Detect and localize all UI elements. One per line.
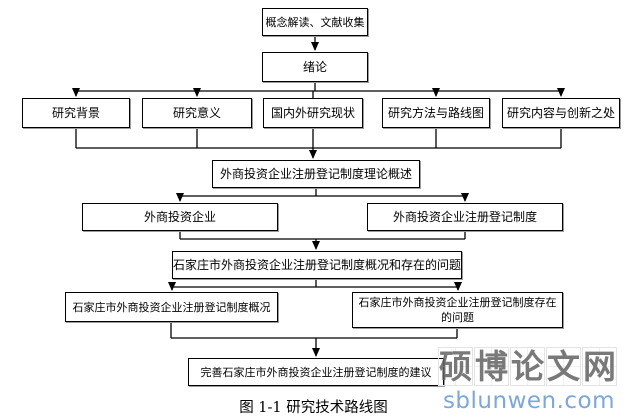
node-research-status: 国内外研究现状 [263, 98, 363, 128]
node-research-content-innovation: 研究内容与创新之处 [502, 98, 620, 128]
watermark-cell: 博 [474, 347, 509, 386]
node-registration-system: 外商投资企业注册登记制度 [367, 203, 563, 231]
connector-n2-row3 [72, 82, 565, 98]
watermark-char: 博 [475, 347, 508, 386]
connector-row3-n4 [75, 128, 562, 159]
node-shijiazhuang-problems: 石家庄市外商投资企业注册登记制度存在的问题 [352, 292, 563, 328]
connector-n4-row5 [176, 188, 469, 202]
connector-n6-row7 [168, 279, 462, 291]
watermark-characters: 硕 博 论 文 网 [438, 347, 620, 386]
watermark-cell: 论 [510, 347, 545, 386]
watermark-cell: 硕 [438, 347, 473, 386]
node-concept-literature: 概念解读、文献收集 [262, 8, 368, 36]
figure-caption: 图 1-1 研究技术路线图 [239, 400, 388, 416]
node-overview-and-problems: 石家庄市外商投资企业注册登记制度概况和存在的问题 [172, 251, 462, 279]
node-shijiazhuang-overview: 石家庄市外商投资企业注册登记制度概况 [65, 292, 278, 322]
watermark-char: 文 [547, 347, 580, 386]
connector-row7-n8 [170, 322, 458, 357]
node-research-methods: 研究方法与路线图 [382, 98, 490, 128]
node-research-background: 研究背景 [22, 98, 130, 128]
connector-row5-n6 [179, 231, 466, 250]
node-introduction: 绪论 [262, 52, 368, 82]
node-theory-overview: 外商投资企业注册登记制度理论概述 [212, 160, 420, 188]
watermark-char: 论 [511, 347, 544, 386]
watermark: 硕 博 论 文 网 sblunwen.com [438, 347, 620, 414]
watermark-url: sblunwen.com [442, 388, 616, 414]
watermark-cell: 网 [582, 347, 617, 386]
watermark-char: 网 [583, 347, 616, 386]
watermark-cell: 文 [546, 347, 581, 386]
node-foreign-invested-enterprise: 外商投资企业 [82, 203, 278, 231]
watermark-char: 硕 [439, 347, 472, 386]
node-research-significance: 研究意义 [142, 98, 252, 128]
node-improvement-suggestions: 完善石家庄市外商投资企业注册登记制度的建议 [188, 358, 444, 386]
